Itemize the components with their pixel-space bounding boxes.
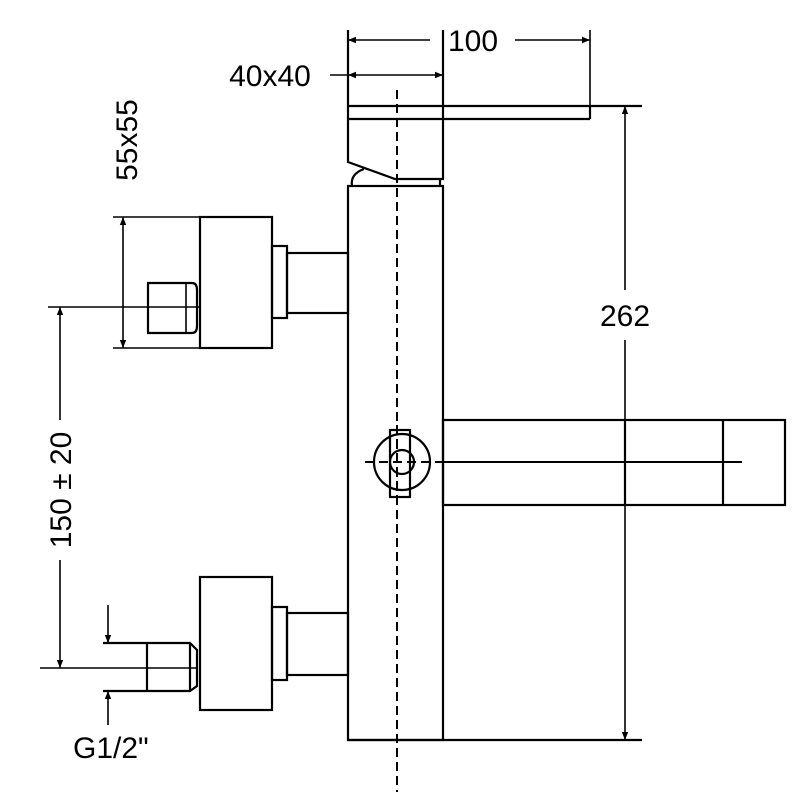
dimension-label-262: 262 [600, 300, 650, 333]
dimension-label-55x55: 55x55 [111, 99, 144, 181]
thread-label: G1/2" [73, 732, 149, 765]
upper-inlet-connection [48, 215, 350, 350]
dimension-width-100: 100 [348, 25, 591, 106]
dimension-inlet-spacing: 150 ± 20 [45, 307, 78, 668]
dimension-label-150: 150 ± 20 [45, 432, 78, 549]
dimension-label-100: 100 [448, 25, 498, 58]
lever-handle [346, 30, 642, 187]
dimension-label-40x40: 40x40 [229, 60, 311, 93]
lower-inlet-connection: G1/2" [40, 575, 350, 765]
dimension-height-262: 262 [600, 106, 650, 740]
spout [441, 418, 787, 507]
dimension-lever-40x40: 40x40 [229, 60, 443, 93]
diverter-knob [365, 425, 440, 500]
